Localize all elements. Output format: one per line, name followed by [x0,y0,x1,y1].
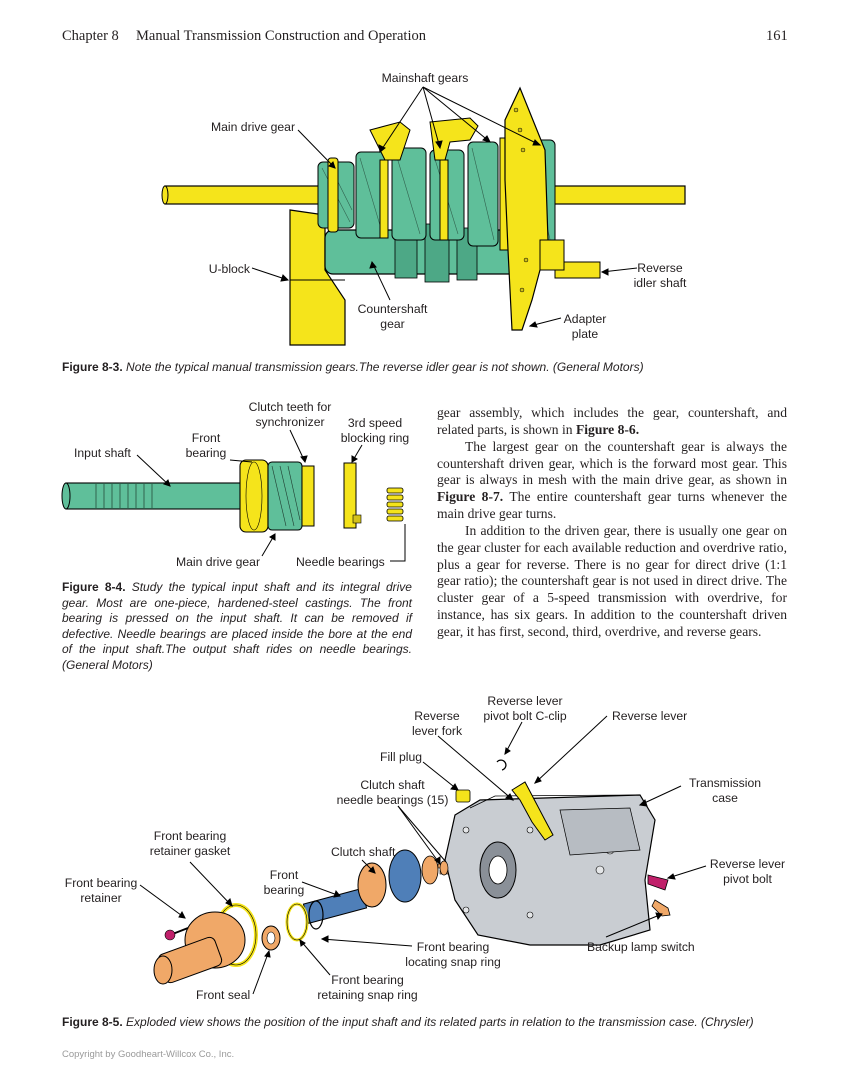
label-clutch-teeth-2: synchronizer [255,415,325,429]
label-u-block: U-block [208,262,250,276]
body-p2-text-end: The entire countershaft gear turns whene… [437,489,788,522]
label-input-shaft: Input shaft [74,446,131,460]
label-fill-plug: Fill plug [380,750,422,764]
label-front-bearing-8-5-2: bearing [263,883,305,897]
label-front-bearing-2: bearing [185,446,227,460]
label-reverse-pivot-clip-2: pivot bolt C-clip [483,709,567,723]
label-third-speed-2: blocking ring [340,431,410,445]
label-adapter-plate-2: plate [571,327,599,341]
label-front-gasket-2: retainer gasket [149,844,231,858]
label-reverse-lever-fork-2: lever fork [411,724,463,738]
label-main-drive-gear: Main drive gear [211,120,295,134]
label-countershaft-gear-2: gear [380,317,405,331]
label-main-drive-gear-8-4: Main drive gear [176,555,260,569]
label-clutch-teeth-1: Clutch teeth for [248,400,332,414]
body-text: gear assembly, which includes the gear, … [437,405,787,641]
chapter-title: Manual Transmission Construction and Ope… [136,28,426,44]
copyright-notice: Copyright by Goodheart-Willcox Co., Inc. [62,1049,235,1060]
label-reverse-lever-fork-1: Reverse [414,709,460,723]
page-number: 161 [766,28,788,44]
label-retaining-snap-2: retaining snap ring [317,988,418,1002]
caption-text: Exploded view shows the position of the … [126,1015,754,1029]
label-backup-lamp: Backup lamp switch [587,940,695,954]
label-countershaft-gear-1: Countershaft [357,302,428,316]
caption-text: Study the typical input shaft and its in… [62,580,412,672]
figure-reference: Figure 8-7. [437,489,504,505]
body-p1-text: gear assembly, which includes the gear, … [437,405,787,437]
label-front-bearing-8-5-1: Front [269,868,299,882]
label-clutch-needle-2: needle bearings (15) [336,793,449,807]
figure-reference: Figure 8-6. [575,421,640,437]
label-front-bearing-1: Front [191,431,221,445]
body-paragraph-2: The largest gear on the countershaft gea… [437,439,787,523]
label-reverse-pivot-bolt-2: pivot bolt [723,872,772,886]
label-reverse-pivot-clip-1: Reverse lever [487,694,563,708]
chapter-label: Chapter 8 [62,28,119,44]
label-locating-snap-2: locating snap ring [405,955,501,969]
label-needle-bearings: Needle bearings [296,555,385,569]
label-reverse-idler-1: Reverse [637,261,683,275]
figure-8-5-caption: Figure 8-5. Exploded view shows the posi… [62,1015,802,1031]
label-transmission-case-2: case [712,791,738,805]
label-third-speed-1: 3rd speed [347,416,403,430]
caption-label: Figure 8-5. [62,1015,123,1029]
label-locating-snap-1: Front bearing [416,940,490,954]
body-paragraph-3: In addition to the driven gear, there is… [437,522,787,639]
caption-label: Figure 8-3. [62,360,123,374]
figure-8-3-caption: Figure 8-3. Note the typical manual tran… [62,360,802,376]
label-adapter-plate-1: Adapter [563,312,607,326]
label-reverse-lever: Reverse lever [612,709,688,723]
label-clutch-needle-1: Clutch shaft [360,778,425,792]
label-clutch-shaft: Clutch shaft [331,845,396,859]
figure-8-4-caption: Figure 8-4. Study the typical input shaf… [62,580,412,673]
label-retaining-snap-1: Front bearing [331,973,404,987]
label-reverse-pivot-bolt-1: Reverse lever [709,857,786,871]
caption-label: Figure 8-4. [62,580,126,594]
label-front-gasket-1: Front bearing [153,829,227,843]
label-transmission-case-1: Transmission [688,776,761,790]
body-paragraph-1: gear assembly, which includes the gear, … [437,405,787,439]
label-front-seal: Front seal [196,988,251,1002]
label-reverse-idler-2: idler shaft [633,276,687,290]
label-front-bearing-retainer-2: retainer [80,891,122,905]
label-mainshaft-gears: Mainshaft gears [381,71,469,85]
label-front-bearing-retainer-1: Front bearing [64,876,138,890]
body-p2-text: The largest gear on the countershaft gea… [437,438,787,488]
caption-text: Note the typical manual transmission gea… [126,360,644,374]
